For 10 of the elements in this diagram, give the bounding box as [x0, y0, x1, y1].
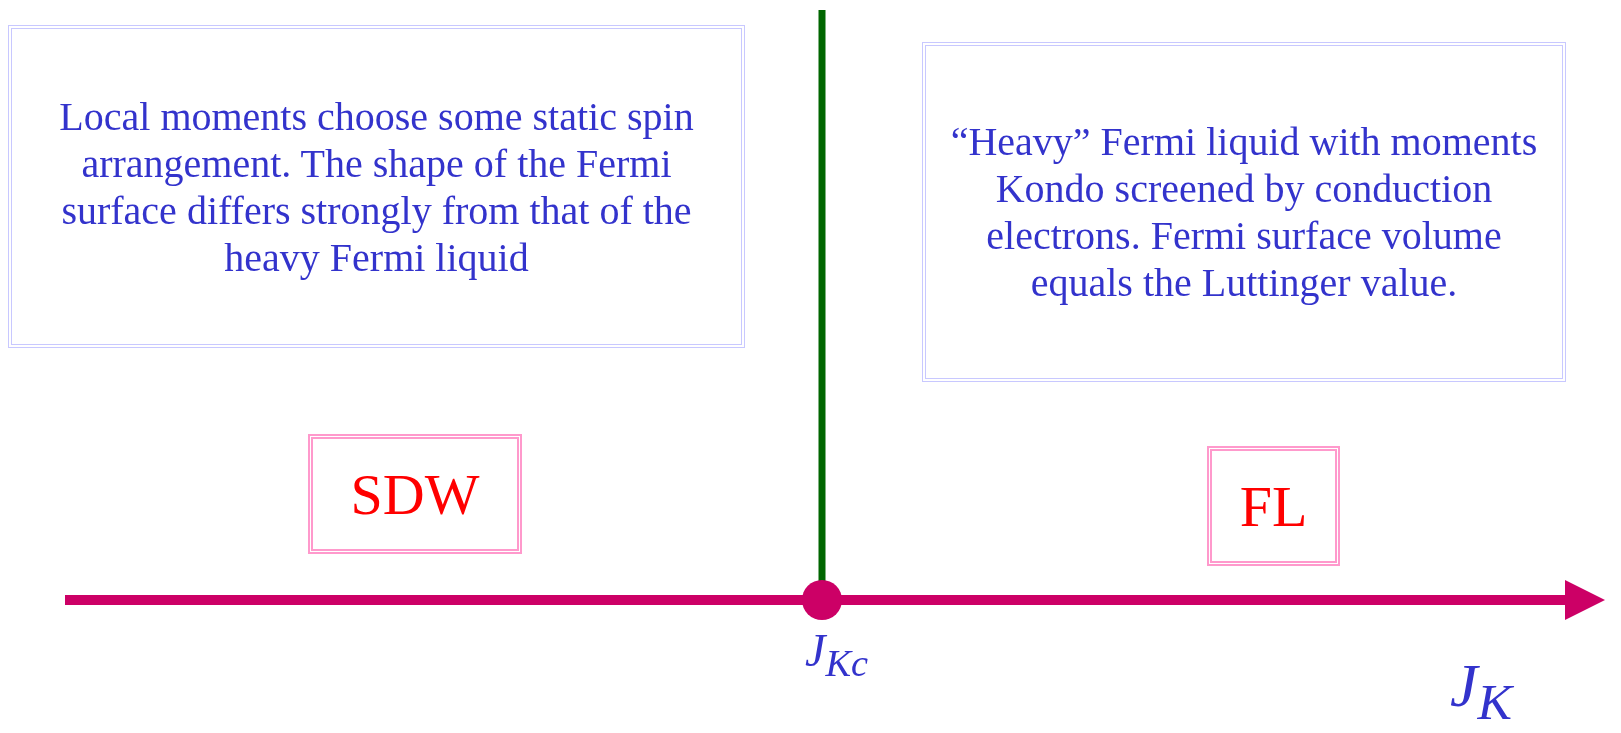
phase-name: FL [1238, 472, 1309, 540]
axis-label: J$_{K}$ [1450, 650, 1512, 732]
text-box [922, 42, 1566, 382]
description-text: “Heavy” Fermi liquid with moments Kondo screened by conduction electrons. Fermi surface volume equals the Luttinger value. [949, 118, 1539, 306]
phase-name: SDW [349, 460, 481, 528]
text-box [8, 25, 745, 348]
phase-label-box [308, 434, 522, 554]
critical-coupling-label: J$_{Kc}$ [805, 624, 868, 686]
phase-label-box [1207, 446, 1340, 566]
description-text: Local moments choose some static spin arrangement. The shape of the Fermi surface differs strongly from that of the heavy Fermi liquid [58, 92, 695, 281]
